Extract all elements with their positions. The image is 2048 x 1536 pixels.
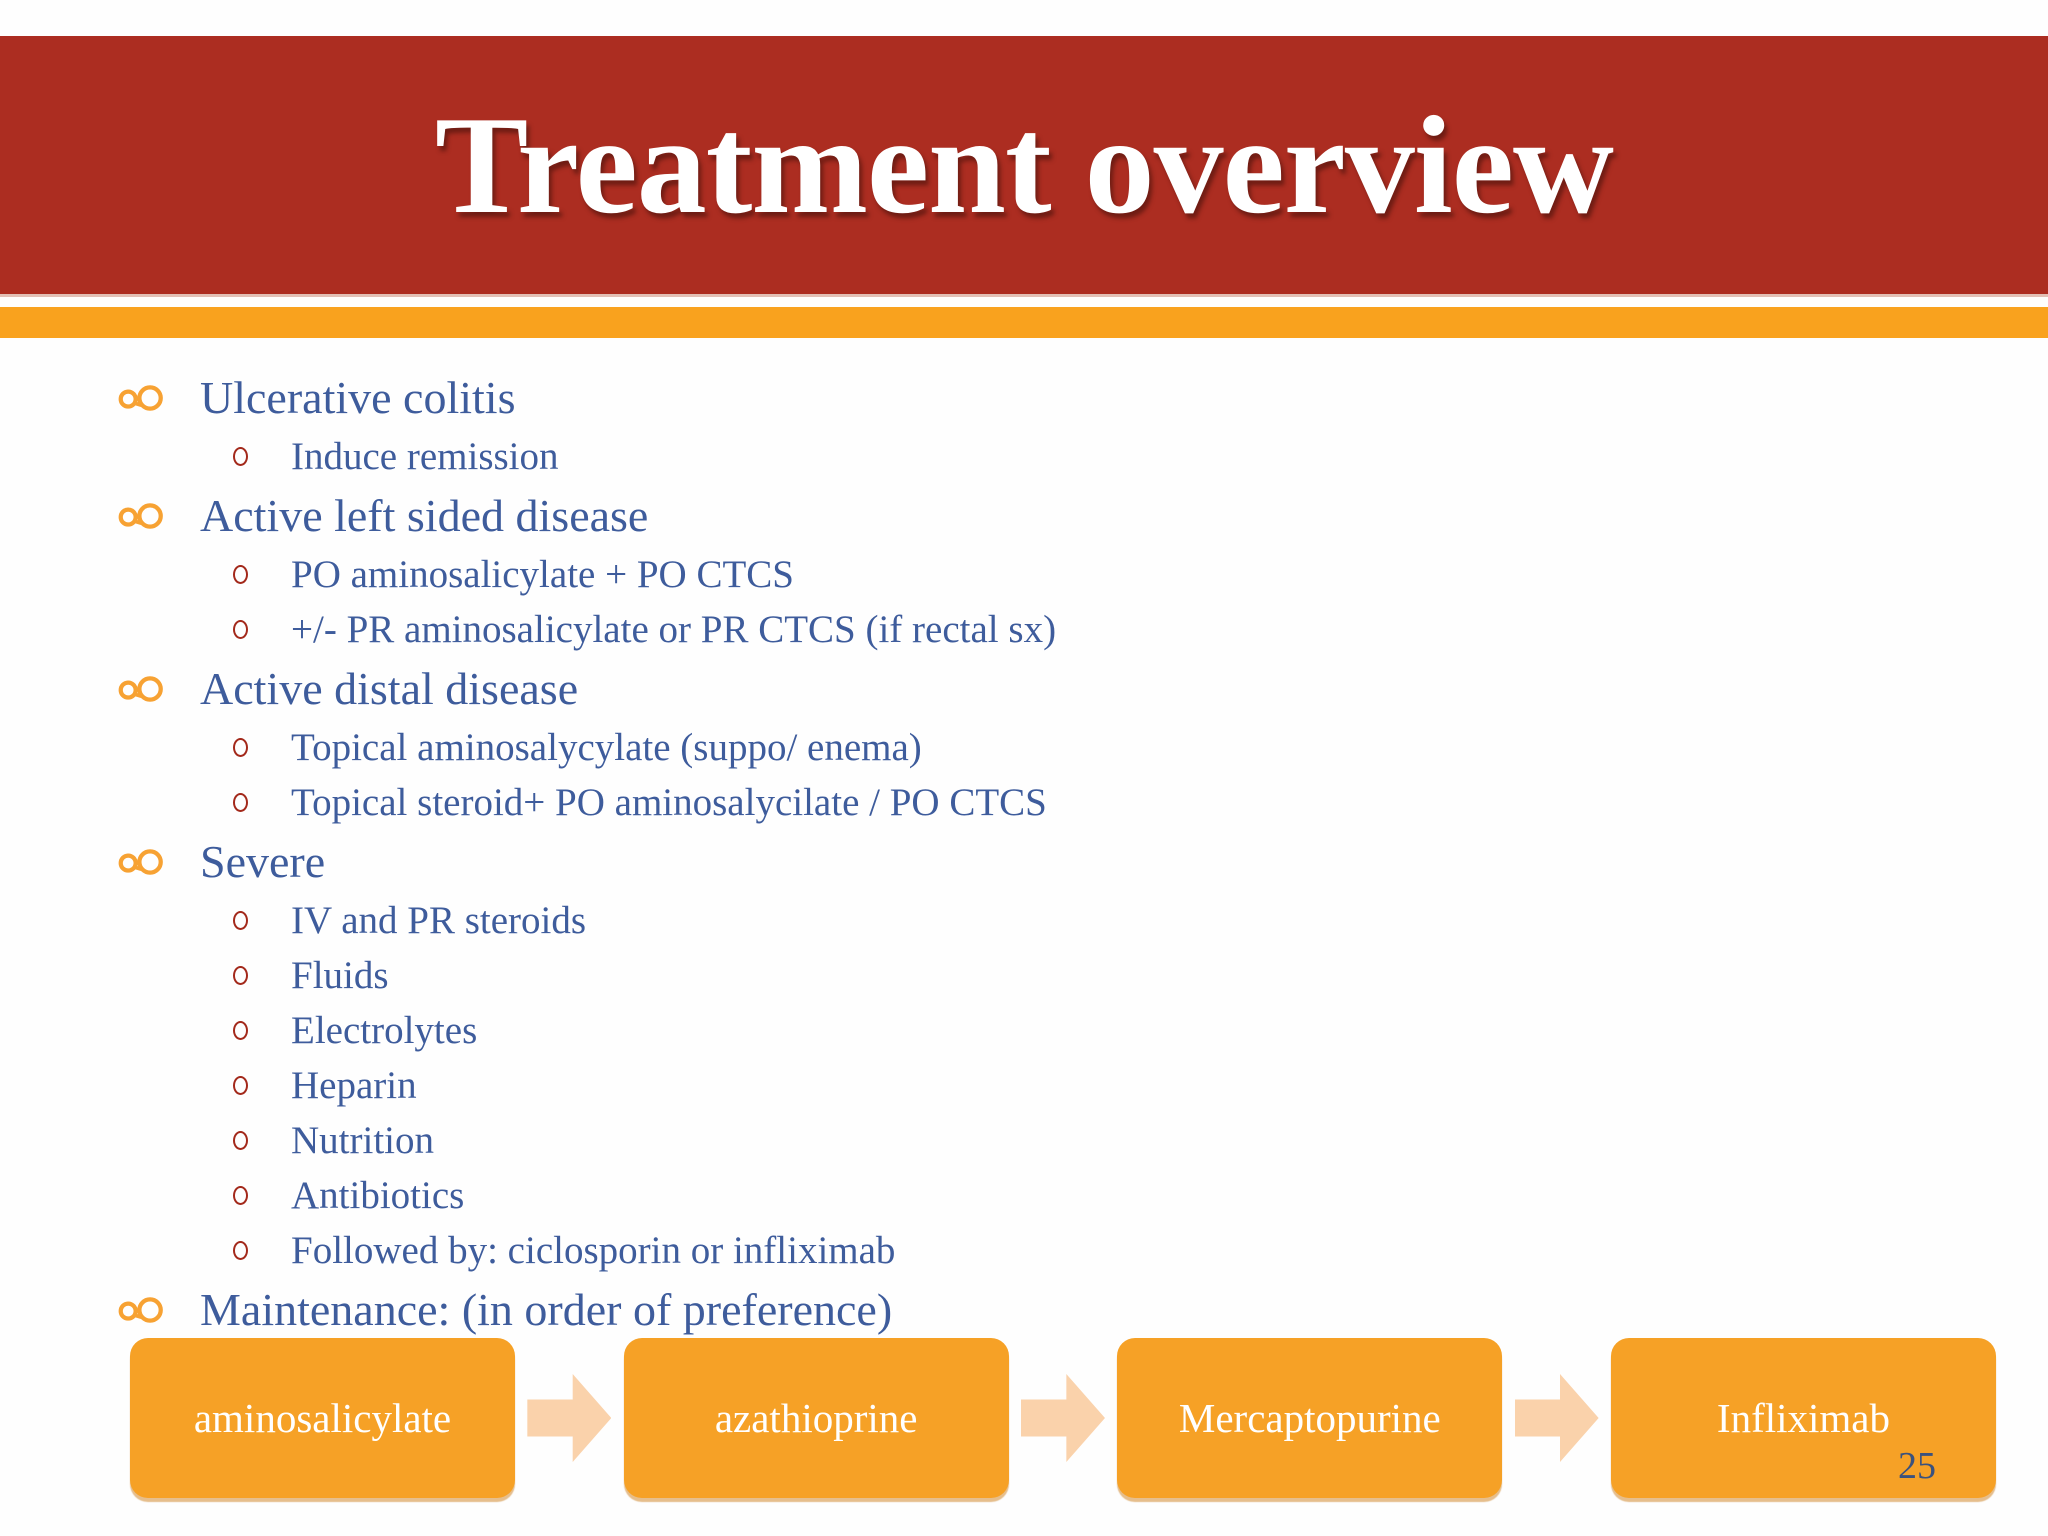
open-circle-icon — [233, 1021, 248, 1040]
open-circle-icon — [233, 1241, 248, 1260]
list-subitem-label: Topical steroid+ PO aminosalycilate / PO… — [291, 781, 1047, 824]
list-item: Severe — [0, 830, 2048, 893]
list-subitem-label: Induce remission — [291, 435, 559, 478]
list-subitem-label: Followed by: ciclosporin or infliximab — [291, 1229, 896, 1272]
list-subitem: Electrolytes — [0, 1003, 2048, 1058]
open-circle-icon — [233, 911, 248, 930]
list-subitem: Heparin — [0, 1058, 2048, 1113]
page-title: Treatment overview — [434, 87, 1614, 243]
open-circle-icon — [233, 1131, 248, 1150]
list-subitem: Topical aminosalycylate (suppo/ enema) — [0, 720, 2048, 775]
open-circle-icon — [233, 1076, 248, 1095]
list-subitem: Topical steroid+ PO aminosalycilate / PO… — [0, 775, 2048, 830]
list-subitem: PO aminosalicylate + PO CTCS — [0, 547, 2048, 602]
list-subitem: Antibiotics — [0, 1168, 2048, 1223]
list-subitem-label: IV and PR steroids — [291, 899, 587, 942]
list-subitem-label: Topical aminosalycylate (suppo/ enema) — [291, 726, 922, 769]
double-loop-ornament-icon — [116, 1294, 166, 1326]
flow-step-label: azathioprine — [714, 1395, 918, 1441]
right-arrow-icon — [1514, 1374, 1599, 1462]
list-subitem-label: +/- PR aminosalicylate or PR CTCS (if re… — [291, 608, 1057, 651]
list-item-label: Active distal disease — [200, 663, 579, 714]
list-item-label: Active left sided disease — [200, 490, 649, 541]
list-subitem-label: PO aminosalicylate + PO CTCS — [291, 553, 794, 596]
open-circle-icon — [233, 966, 248, 985]
list-subitem-label: Heparin — [291, 1064, 417, 1107]
open-circle-icon — [233, 620, 248, 639]
list-subitem: Fluids — [0, 948, 2048, 1003]
flow-step-box: Mercaptopurine — [1117, 1338, 1503, 1498]
list-item-label: Severe — [200, 836, 326, 887]
double-loop-ornament-icon — [116, 382, 166, 414]
flow-step-box: Infliximab — [1610, 1338, 1996, 1498]
list-item: Active distal disease — [0, 657, 2048, 720]
list-item-label: Maintenance: (in order of preference) — [200, 1284, 893, 1335]
right-arrow-icon — [527, 1374, 612, 1462]
open-circle-icon — [233, 738, 248, 757]
open-circle-icon — [233, 565, 248, 584]
list-item-label: Ulcerative colitis — [200, 372, 516, 423]
list-subitem-label: Antibiotics — [291, 1174, 465, 1217]
list-subitem-label: Fluids — [291, 954, 389, 997]
list-subitem-label: Electrolytes — [291, 1009, 478, 1052]
list-subitem: IV and PR steroids — [0, 893, 2048, 948]
list-subitem: Nutrition — [0, 1113, 2048, 1168]
open-circle-icon — [233, 447, 248, 466]
double-loop-ornament-icon — [116, 846, 166, 878]
double-loop-ornament-icon — [116, 500, 166, 532]
title-banner: Treatment overview — [0, 36, 2048, 297]
flow-step-box: aminosalicylate — [130, 1338, 515, 1498]
maintenance-flow-diagram: aminosalicylate azathioprine Mercaptopur… — [130, 1338, 1996, 1498]
double-loop-ornament-icon — [116, 673, 166, 705]
open-circle-icon — [233, 793, 248, 812]
flow-step-label: Mercaptopurine — [1178, 1395, 1441, 1441]
page-number: 25 — [1898, 1445, 1936, 1487]
accent-stripe — [0, 307, 2048, 338]
list-subitem-label: Nutrition — [291, 1119, 434, 1162]
right-arrow-icon — [1020, 1374, 1105, 1462]
flow-step-label: Infliximab — [1716, 1395, 1890, 1441]
list-subitem: Induce remission — [0, 429, 2048, 484]
list-subitem: +/- PR aminosalicylate or PR CTCS (if re… — [0, 602, 2048, 657]
list-item: Ulcerative colitis — [0, 366, 2048, 429]
list-item: Maintenance: (in order of preference) — [0, 1278, 2048, 1341]
open-circle-icon — [233, 1186, 248, 1205]
list-item: Active left sided disease — [0, 484, 2048, 547]
flow-step-box: azathioprine — [623, 1338, 1009, 1498]
bullet-list: Ulcerative colitis Induce remission Acti… — [0, 366, 2048, 1341]
flow-step-label: aminosalicylate — [193, 1395, 452, 1441]
list-subitem: Followed by: ciclosporin or infliximab — [0, 1223, 2048, 1278]
